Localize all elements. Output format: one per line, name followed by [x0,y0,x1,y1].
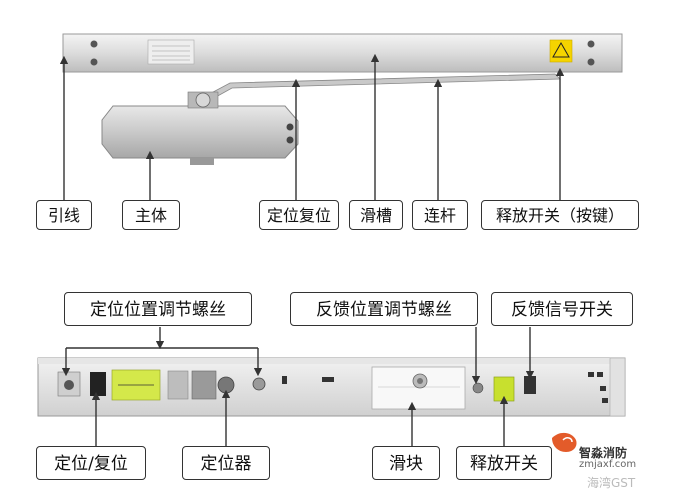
brand-logo-icon [552,432,577,452]
label-lead-wire: 引线 [36,200,92,230]
label-feedback-signal-switch: 反馈信号开关 [491,292,633,326]
slide-rail [62,33,623,73]
bottom-arrows [61,327,535,446]
label-position-reset: 定位复位 [259,200,339,230]
label-slider: 滑块 [372,446,440,480]
watermark-tagline: 海湾GST [587,476,636,490]
release-switch-part [472,376,536,402]
label-position-adjust-screw: 定位位置调节螺丝 [64,292,252,326]
track-section [37,357,626,417]
label-release-switch-button: 释放开关（按键） [481,200,639,230]
watermark-brand: 智淼消防 [579,446,628,460]
slider-block [371,366,466,410]
watermark-site: zmjaxf.com [579,459,637,470]
label-pos-reset: 定位/复位 [36,446,146,480]
link-arm [199,73,561,104]
label-locator: 定位器 [182,446,270,480]
label-main-body: 主体 [122,200,180,230]
warning-icon [549,39,573,63]
label-link-rod: 连杆 [412,200,468,230]
closer-body [101,91,299,165]
label-feedback-adjust-screw: 反馈位置调节螺丝 [290,292,478,326]
top-arrows [59,53,565,200]
label-slide-groove: 滑槽 [349,200,403,230]
label-release-switch: 释放开关 [456,446,552,480]
